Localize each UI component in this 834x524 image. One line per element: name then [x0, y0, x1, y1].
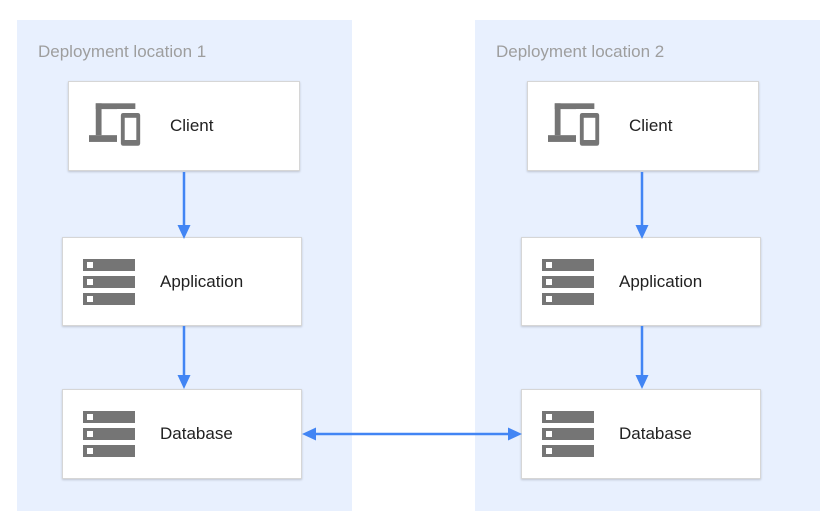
location-2-title: Deployment location 2: [496, 42, 665, 61]
node-label: Application: [619, 271, 703, 291]
location-2-database-node: Database: [521, 389, 761, 479]
node-label: Client: [629, 116, 673, 135]
deployment-location-2: Deployment location 2 Client: [475, 20, 820, 511]
client-devices-icon: [89, 103, 145, 149]
location-1-client-node: Client: [68, 81, 300, 171]
client-devices-icon: [548, 103, 604, 149]
location-1-application-node: Application: [62, 237, 302, 326]
node-label: Database: [619, 424, 692, 443]
node-label: Database: [160, 424, 233, 443]
server-stack-icon: [83, 411, 135, 457]
location-1-title: Deployment location 1: [38, 42, 207, 61]
location-2-client-node: Client: [527, 81, 759, 171]
node-label: Client: [170, 116, 214, 135]
deployment-location-1: Deployment location 1 Client: [17, 20, 352, 511]
node-label: Application: [160, 271, 244, 291]
location-1-database-node: Database: [62, 389, 302, 479]
location-2-application-node: Application: [521, 237, 761, 326]
server-stack-icon: [542, 258, 594, 305]
server-stack-icon: [83, 258, 135, 305]
server-stack-icon: [542, 411, 594, 457]
